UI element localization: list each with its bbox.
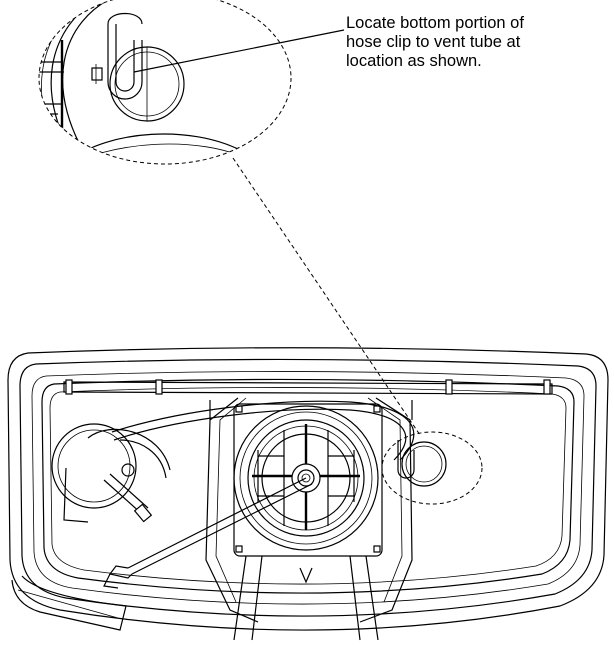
callout-leader — [133, 29, 345, 73]
detail-contents — [39, 0, 251, 164]
vent-hose — [111, 400, 415, 461]
hose-clip — [107, 24, 143, 100]
detail-view — [38, 0, 345, 165]
vent-location-ellipse — [381, 431, 483, 505]
callout-text: Locate bottom portion of hose clip to ve… — [346, 14, 524, 70]
motor-housing-outer — [233, 405, 379, 551]
top-rail — [63, 381, 553, 395]
vent-tube — [401, 441, 447, 487]
tank-outer-rim — [7, 347, 609, 631]
float-cup — [51, 423, 137, 509]
detail-ellipse-outline — [38, 0, 292, 165]
tank-assembly — [7, 347, 609, 641]
